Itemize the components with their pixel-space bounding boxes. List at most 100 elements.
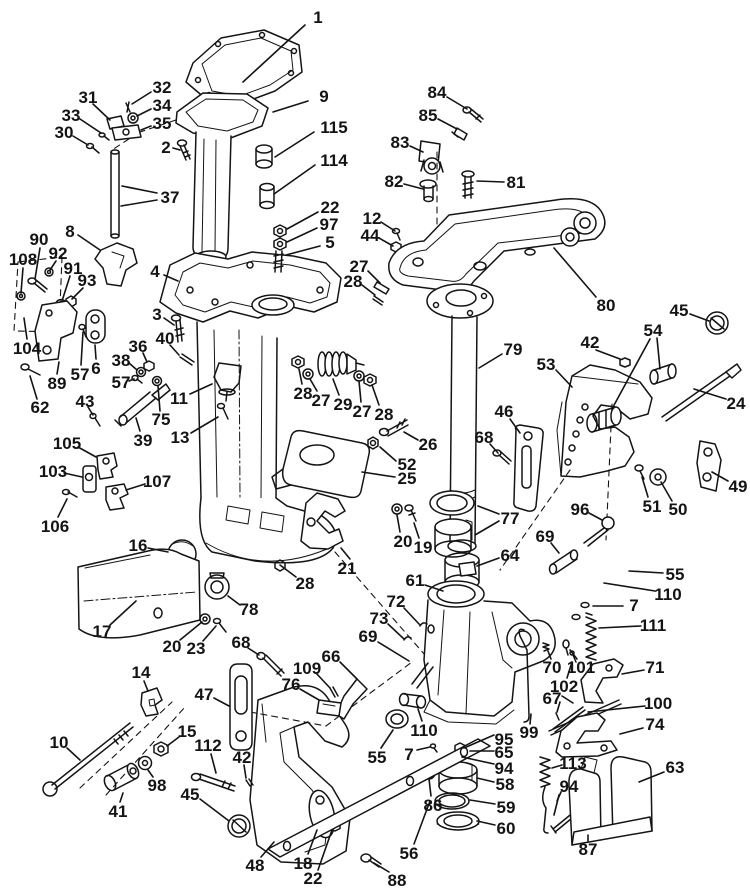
callout-label-1-0: 1: [313, 8, 322, 27]
callout-label-71-104: 71: [646, 658, 665, 677]
leader-line: [49, 260, 57, 271]
callout-label-56-79: 56: [400, 844, 419, 863]
leader-line: [396, 514, 401, 533]
leader-line: [339, 661, 358, 680]
callout-label-60-118: 60: [497, 819, 516, 838]
callout-label-22-18: 22: [321, 198, 340, 217]
callout-label-93-29: 93: [78, 271, 97, 290]
leader-line: [598, 625, 642, 629]
leader-line: [20, 267, 24, 294]
leader-line: [340, 547, 351, 560]
leader-line: [461, 756, 495, 765]
callout-label-13-45: 13: [171, 428, 190, 447]
callout-label-15-125: 15: [178, 722, 197, 741]
leader-line: [660, 481, 673, 502]
callout-label-84-13: 84: [428, 83, 447, 102]
callout-label-85-14: 85: [419, 106, 438, 125]
callout-label-39-36: 39: [134, 431, 153, 450]
callout-label-7-77: 7: [404, 745, 413, 764]
leader-line: [128, 362, 138, 371]
leader-line: [428, 778, 432, 797]
leader-line: [279, 564, 297, 578]
leader-line: [463, 734, 495, 749]
callout-label-54-86: 54: [644, 321, 663, 340]
callout-label-72-69: 72: [387, 592, 406, 611]
callout-label-94-115: 94: [495, 759, 514, 778]
leader-line: [121, 185, 158, 194]
callout-label-76-74: 76: [282, 675, 301, 694]
front-mount-group: [42, 663, 254, 838]
leader-line: [147, 547, 169, 553]
callout-label-74-106: 74: [646, 715, 665, 734]
leader-line: [109, 600, 137, 626]
leader-line: [689, 313, 710, 322]
leader-line: [373, 862, 390, 873]
callout-label-57-33: 57: [71, 365, 90, 384]
anchor-clamps: [61, 452, 129, 511]
callout-label-7-102: 7: [629, 596, 638, 615]
leader-line: [403, 431, 419, 441]
leader-line: [588, 512, 603, 521]
leader-line: [437, 118, 458, 130]
leader-line: [77, 446, 97, 458]
mount-cluster: [291, 351, 409, 437]
callout-label-38-38: 38: [112, 351, 131, 370]
leader-line: [416, 746, 431, 751]
callout-label-89-31: 89: [48, 374, 67, 393]
leader-line: [446, 96, 468, 110]
callout-label-111-103: 111: [640, 616, 667, 635]
callout-label-82-16: 82: [385, 172, 404, 191]
leader-line: [476, 777, 495, 783]
leader-line: [125, 483, 146, 491]
leader-line: [273, 164, 316, 195]
callout-label-45-130: 45: [181, 785, 200, 804]
callout-label-96-96: 96: [571, 500, 590, 519]
leader-line: [169, 344, 180, 356]
leader-line: [693, 388, 727, 400]
callout-label-77-98: 77: [501, 509, 520, 528]
callout-label-105-46: 105: [53, 434, 81, 453]
leader-line: [556, 701, 561, 713]
callout-label-45-85: 45: [670, 301, 689, 320]
callout-label-69-97: 69: [536, 527, 555, 546]
pivot-bushings: [429, 490, 475, 558]
leader-line: [377, 641, 410, 662]
leader-line: [243, 764, 247, 779]
leader-line: [210, 753, 217, 774]
callout-label-6-34: 6: [91, 359, 100, 378]
leader-line: [34, 247, 41, 280]
callout-label-42-127: 42: [233, 748, 252, 767]
leader-line: [561, 695, 574, 704]
callout-label-104-30: 104: [13, 339, 42, 358]
callout-label-41-129: 41: [109, 802, 128, 821]
callout-label-108-27: 108: [9, 250, 37, 269]
leader-line: [509, 418, 521, 434]
leader-line: [417, 708, 423, 722]
callout-label-114-3: 114: [320, 151, 348, 170]
leader-line: [380, 729, 394, 749]
stern-bracket-port: [492, 311, 742, 575]
callout-label-78-54: 78: [240, 600, 259, 619]
callout-label-75-43: 75: [152, 410, 171, 429]
callout-label-79-87: 79: [504, 340, 523, 359]
callout-label-115-2: 115: [320, 118, 347, 137]
leader-line: [142, 352, 148, 363]
callout-label-18-80: 18: [294, 854, 313, 873]
leader-line: [172, 147, 181, 151]
callout-label-80-84: 80: [597, 296, 616, 315]
leader-line: [189, 383, 213, 395]
leader-line: [553, 247, 597, 298]
callout-label-30-5: 30: [55, 123, 74, 142]
leader-line: [140, 125, 152, 131]
leader-line: [163, 317, 175, 326]
callout-label-94-120: 94: [560, 777, 579, 796]
callout-label-24-90: 24: [727, 394, 746, 413]
callout-label-68-55: 68: [232, 633, 251, 652]
leader-line: [380, 221, 396, 232]
callout-label-68-92: 68: [475, 428, 494, 447]
leader-line: [551, 764, 563, 769]
callout-label-28-60: 28: [375, 405, 394, 424]
leader-line: [403, 183, 424, 190]
leader-line: [656, 337, 661, 370]
